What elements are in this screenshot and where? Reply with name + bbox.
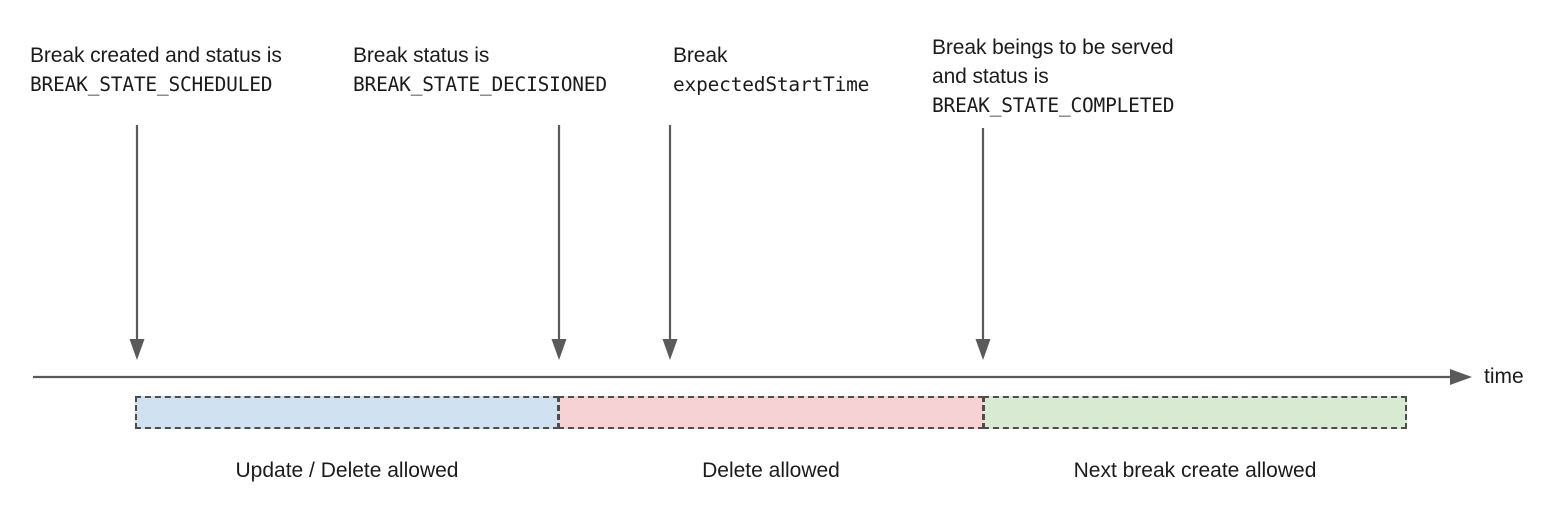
annotation-line: Break beings to be served [932, 36, 1174, 59]
annotation-line: Break created and status is [30, 44, 282, 67]
phase-caption-next-break: Next break create allowed [1073, 459, 1317, 482]
event-arrow-break-created [129, 125, 145, 360]
phase-caption-update-delete: Update / Delete allowed [235, 459, 459, 482]
time-axis [33, 369, 1472, 385]
event-arrow-break-completed [975, 128, 991, 360]
annotation-line: and status is [932, 65, 1049, 88]
annotation-expected-start-time: Break expectedStartTime [673, 41, 869, 99]
phase-bar-delete-only [558, 396, 984, 429]
annotation-break-decisioned: Break status is BREAK_STATE_DECISIONED [353, 41, 607, 99]
annotation-break-created: Break created and status is BREAK_STATE_… [30, 41, 282, 99]
event-arrow-break-decisioned [551, 125, 567, 360]
annotation-line: Break status is [353, 44, 490, 67]
annotation-line-code: expectedStartTime [673, 73, 870, 96]
event-arrow-expected-start-time [662, 125, 678, 360]
phase-bar-next-break [983, 396, 1407, 429]
annotation-line-code: BREAK_STATE_COMPLETED [932, 94, 1175, 117]
annotation-line-code: BREAK_STATE_SCHEDULED [30, 73, 273, 96]
annotation-line: Break [673, 44, 728, 67]
annotation-line-code: BREAK_STATE_DECISIONED [353, 73, 607, 96]
phase-caption-delete-only: Delete allowed [702, 459, 840, 482]
annotation-break-completed: Break beings to be served and status is … [932, 33, 1175, 120]
time-axis-label: time [1484, 365, 1524, 388]
phase-bar-update-delete [135, 396, 559, 429]
